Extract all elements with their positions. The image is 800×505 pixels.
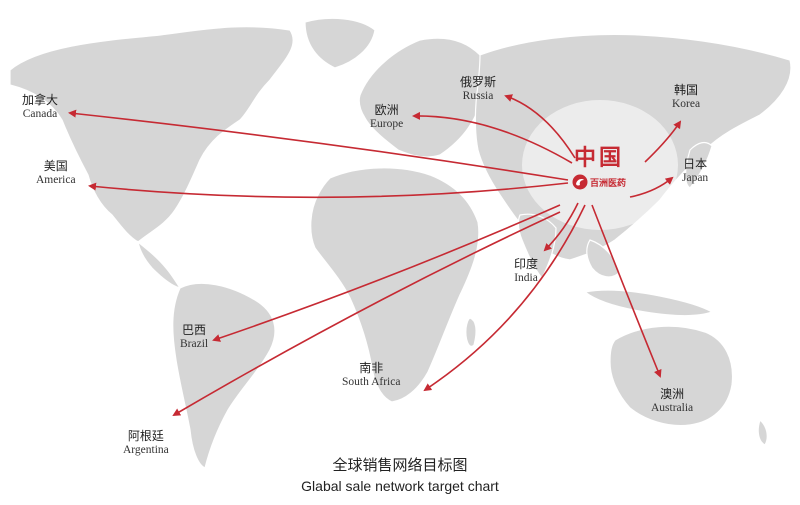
label-canada-en: Canada	[22, 107, 58, 120]
chart-title-en: Glabal sale network target chart	[301, 478, 499, 494]
route-canada	[68, 109, 569, 181]
route-south-africa	[423, 204, 586, 392]
label-america-zh: 美国	[43, 159, 68, 173]
south-america-landmass	[172, 282, 276, 469]
route-russia	[504, 94, 576, 159]
greenland-landmass	[304, 17, 376, 69]
label-korea-en: Korea	[672, 97, 701, 110]
route-korea	[644, 120, 682, 163]
origin-china: 中国 百洲医药	[572, 140, 626, 190]
china-highlight	[522, 100, 678, 230]
label-europe-en: Europe	[370, 117, 404, 130]
label-japan-zh: 日本	[683, 157, 708, 171]
label-south-africa-zh: 南非	[359, 361, 384, 375]
label-south-africa-en: South Africa	[342, 375, 401, 388]
route-india	[543, 202, 579, 252]
route-america	[88, 182, 569, 199]
logo-icon	[572, 174, 588, 190]
label-russia-zh: 俄罗斯	[460, 75, 497, 89]
label-argentina-en: Argentina	[123, 443, 169, 456]
route-japan	[629, 176, 674, 198]
europe-landmass	[358, 37, 487, 158]
label-america: 美国 America	[36, 159, 76, 187]
new-zealand-landmass	[757, 418, 768, 446]
label-brazil-en: Brazil	[180, 337, 209, 350]
label-europe: 欧洲 Europe	[370, 103, 404, 131]
australia-landmass	[609, 325, 734, 427]
label-russia: 俄罗斯 Russia	[460, 75, 497, 103]
company-logo: 百洲医药	[572, 174, 626, 190]
label-brazil-zh: 巴西	[182, 323, 207, 337]
indonesia-landmass	[583, 289, 714, 317]
label-australia-en: Australia	[651, 401, 694, 414]
africa-landmass	[310, 167, 480, 403]
japan-landmass	[684, 141, 713, 189]
label-india-zh: 印度	[514, 257, 539, 271]
routes	[68, 94, 682, 417]
label-korea: 韩国 Korea	[672, 83, 701, 111]
route-argentina	[172, 211, 561, 417]
label-japan-en: Japan	[682, 171, 709, 184]
label-argentina-zh: 阿根廷	[127, 429, 164, 443]
label-japan: 日本 Japan	[682, 157, 709, 185]
southeast-asia-landmass	[586, 239, 621, 278]
central-america-landmass	[137, 240, 182, 289]
label-india-en: India	[514, 271, 538, 284]
north-america-landmass	[9, 26, 294, 243]
chart-title-zh: 全球销售网络目标图	[332, 456, 468, 474]
label-australia: 澳洲 Australia	[651, 387, 694, 415]
label-brazil: 巴西 Brazil	[180, 323, 209, 351]
label-korea-zh: 韩国	[674, 83, 699, 97]
label-canada-zh: 加拿大	[22, 93, 59, 107]
label-russia-en: Russia	[462, 89, 494, 102]
route-europe	[412, 111, 573, 164]
label-america-en: America	[36, 173, 76, 186]
label-india: 印度 India	[514, 257, 539, 285]
logo-text: 百洲医药	[590, 178, 627, 189]
route-australia	[591, 204, 662, 378]
route-brazil	[212, 204, 561, 342]
label-australia-zh: 澳洲	[660, 387, 685, 401]
madagascar-landmass	[465, 317, 477, 347]
origin-name: 中国	[574, 145, 625, 171]
label-argentina: 阿根廷 Argentina	[123, 429, 169, 457]
label-europe-zh: 欧洲	[374, 103, 399, 117]
label-south-africa: 南非 South Africa	[342, 361, 401, 389]
label-canada: 加拿大 Canada	[22, 93, 59, 121]
